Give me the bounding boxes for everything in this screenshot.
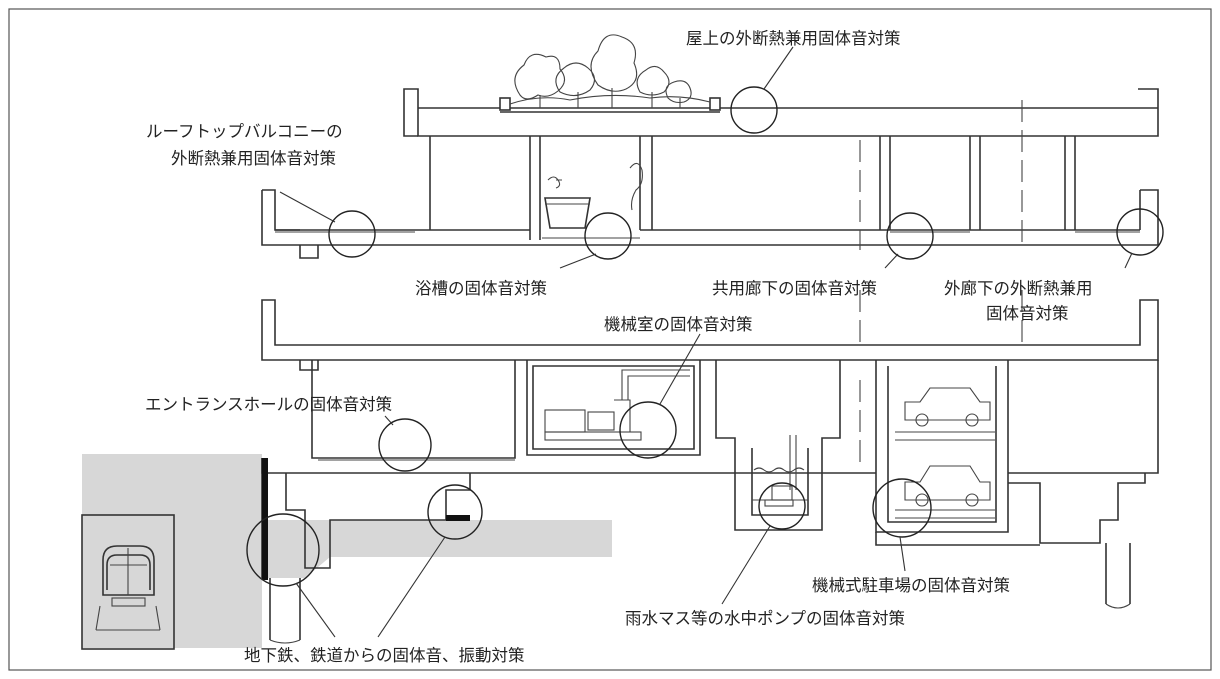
label-mechanical-parking: 機械式駐車場の固体音対策 <box>812 576 1010 595</box>
label-roof-insulation: 屋上の外断熱兼用固体音対策 <box>686 29 901 48</box>
label-roof-balcony: ルーフトップバルコニーの <box>146 122 343 141</box>
leader-lines <box>279 46 1133 638</box>
label-machine-room: 機械室の固体音対策 <box>604 315 753 334</box>
upper-floor-structure <box>261 88 1159 259</box>
label-outer-corridor-2: 固体音対策 <box>986 304 1069 323</box>
submersible-pump <box>753 435 805 507</box>
label-bathtub: 浴槽の固体音対策 <box>415 279 547 298</box>
label-entrance-hall: エントランスホールの固体音対策 <box>145 395 392 414</box>
middle-floor-structure <box>261 290 1159 371</box>
labels: 屋上の外断熱兼用固体音対策 ルーフトップバルコニーの 外断熱兼用固体音対策 浴槽… <box>145 29 1093 665</box>
diagram-frame <box>8 8 1212 671</box>
label-sump-pump: 雨水マス等の水中ポンプの固体音対策 <box>625 609 905 628</box>
label-outer-corridor: 外廊下の外断熱兼用 <box>944 279 1093 298</box>
ground-soil <box>82 454 612 648</box>
mechanical-parking-cars <box>895 387 995 519</box>
highlight-circles <box>246 86 1164 587</box>
basement-structure <box>261 360 1159 644</box>
label-common-corridor: 共用廊下の固体音対策 <box>712 279 877 298</box>
label-subway: 地下鉄、鉄道からの固体音、振動対策 <box>244 646 525 665</box>
label-roof-balcony-2: 外断熱兼用固体音対策 <box>171 149 336 168</box>
subway-train-inset <box>81 514 175 650</box>
roof-garden-trees <box>509 34 711 108</box>
bathroom-fixtures <box>544 162 643 229</box>
pump-equipment <box>544 369 690 441</box>
